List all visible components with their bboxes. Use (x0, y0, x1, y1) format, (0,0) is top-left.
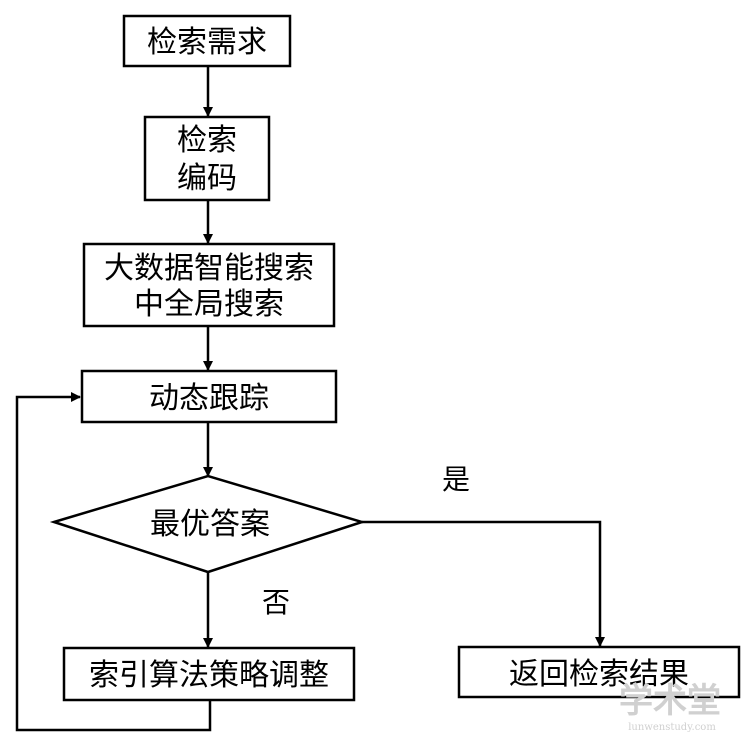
node-retrieval-encoding-label-2: 编码 (177, 161, 237, 196)
watermark-url: lunwenstudy.com (628, 722, 716, 733)
watermark: 学术堂 lunwenstudy.com (619, 681, 721, 733)
edge-decision-yes (362, 520, 605, 647)
node-algorithm-adjust (62, 646, 356, 702)
node-optimal-answer-label: 最优答案 (150, 507, 270, 542)
node-return-results-label: 返回检索结果 (509, 657, 689, 692)
edge-label-yes: 是 (442, 463, 470, 496)
node-retrieval-need-label: 检索需求 (147, 25, 267, 60)
node-global-search-label-2: 中全局搜索 (134, 287, 284, 322)
edge-loop-back (15, 392, 212, 732)
node-dynamic-tracking (80, 369, 338, 424)
node-algorithm-adjust-label: 索引算法策略调整 (89, 658, 329, 693)
node-retrieval-need (122, 14, 292, 68)
node-global-search (82, 242, 336, 328)
node-retrieval-encoding-label-1: 检索 (177, 123, 237, 158)
node-return-results (457, 645, 741, 699)
edge-label-no: 否 (262, 586, 290, 619)
node-dynamic-tracking-label: 动态跟踪 (149, 381, 269, 416)
watermark-logo-text: 学术堂 (619, 681, 721, 721)
node-retrieval-encoding (143, 115, 271, 202)
node-optimal-answer (49, 474, 367, 574)
node-global-search-label-1: 大数据智能搜索 (104, 251, 314, 286)
